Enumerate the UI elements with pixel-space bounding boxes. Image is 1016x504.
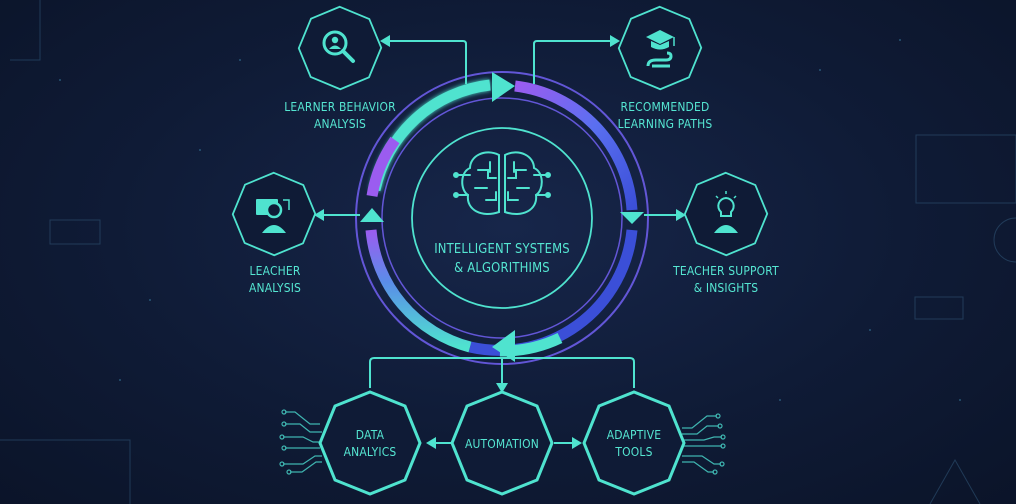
label-line: ANALYICS <box>343 444 397 459</box>
node-automation-octagon[interactable] <box>450 390 554 496</box>
graduation-cap-path-icon <box>646 30 675 68</box>
teacher-support-label: TEACHER SUPPORT & INSIGHTS <box>666 262 786 296</box>
node-teacher-support-octagon[interactable] <box>676 164 775 263</box>
connectors <box>318 40 682 444</box>
label-line: ANALYSIS <box>313 116 367 131</box>
adaptive-tools-label: ADAPTIVE TOOLS <box>591 426 677 460</box>
magnifier-user-icon <box>322 30 355 63</box>
node-adaptive-tools-octagon[interactable] <box>582 390 686 496</box>
automation-label: AUTOMATION <box>459 435 545 452</box>
user-screen-icon <box>256 199 290 233</box>
label-line: ADAPTIVE <box>606 427 662 442</box>
circuit-traces-left <box>279 409 322 475</box>
arrowhead-bottom <box>492 330 515 362</box>
recommended-paths-label: RECOMMENDED LEARNING PATHS <box>605 98 725 132</box>
arrowheads <box>314 35 686 449</box>
arrowhead-top <box>492 72 515 102</box>
inner-circle <box>411 127 593 309</box>
label-line: LEARNING PATHS <box>617 116 713 131</box>
center-title: INTELLIGENT SYSTEMS & ALGORITHIMS <box>433 240 571 278</box>
node-data-analytics-octagon[interactable] <box>318 390 422 496</box>
label-line: AUTOMATION <box>464 436 540 451</box>
learner-behavior-label: LEARNER BEHAVIOR ANALYSIS <box>280 98 400 132</box>
label-line: RECOMMENDED <box>620 99 710 114</box>
lightbulb-user-icon <box>714 191 738 233</box>
arrowhead-left <box>360 208 384 222</box>
leacher-analysis-label: LEACHER ANALYSIS <box>223 262 326 296</box>
data-analytics-label: DATA ANALYICS <box>327 426 413 460</box>
label-line: DATA <box>355 427 385 442</box>
center-title-line: & ALGORITHIMS <box>454 260 550 276</box>
brain-circuit-icon <box>453 151 551 215</box>
center-title-line: INTELLIGENT SYSTEMS <box>434 241 570 257</box>
label-line: TEACHER SUPPORT <box>673 263 779 278</box>
outer-ring <box>355 71 649 365</box>
label-line: TOOLS <box>615 444 653 459</box>
label-line: LEACHER <box>249 263 301 278</box>
arrowhead-right <box>620 212 644 224</box>
circuit-traces-right <box>682 413 726 475</box>
star-dots <box>59 39 961 401</box>
label-line: ANALYSIS <box>248 280 302 295</box>
label-line: & INSIGHTS <box>693 280 759 295</box>
label-line: LEARNER BEHAVIOR <box>284 99 396 114</box>
